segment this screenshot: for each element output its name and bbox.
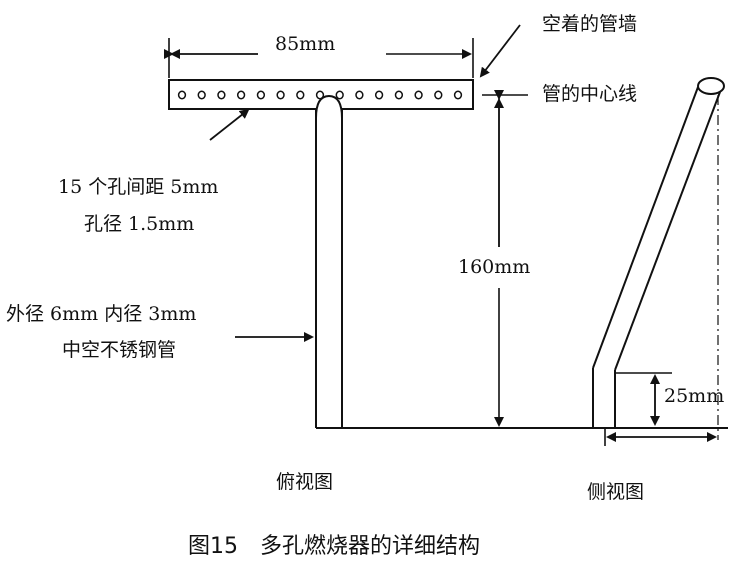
hole xyxy=(276,90,285,100)
hole xyxy=(217,90,226,100)
side-view-label: 侧视图 xyxy=(587,481,644,503)
hole xyxy=(374,90,384,100)
width-dim-label: 85mm xyxy=(275,33,335,55)
width-dimension xyxy=(164,38,474,78)
center-line-label: 管的中心线 xyxy=(542,83,637,105)
side-width-dimension xyxy=(604,428,717,446)
hole xyxy=(335,90,344,100)
hole xyxy=(414,90,423,100)
top-view-label: 俯视图 xyxy=(276,471,333,493)
pipe-junction xyxy=(315,94,343,119)
side-height-label: 25mm xyxy=(664,385,724,407)
height-dim-label: 160mm xyxy=(458,256,530,278)
hole xyxy=(394,90,404,100)
side-view xyxy=(592,77,725,440)
tube-wall-label: 空着的管墙 xyxy=(542,13,637,35)
hole xyxy=(236,90,246,100)
hole xyxy=(355,90,364,100)
pipe-opening xyxy=(697,77,725,95)
hole xyxy=(197,90,206,100)
pipe-label-line1: 外径 6mm 内径 3mm xyxy=(6,303,196,325)
hole-row xyxy=(177,90,463,100)
hole xyxy=(296,90,305,100)
holes-leader xyxy=(209,108,250,141)
holes-label-line2: 孔径 1.5mm xyxy=(84,213,194,235)
hole xyxy=(453,90,463,100)
figure-caption: 图15 多孔燃烧器的详细结构 xyxy=(188,534,480,559)
hole xyxy=(177,90,187,100)
hole xyxy=(256,90,266,100)
top-view xyxy=(168,79,728,429)
pipe-label-line2: 中空不锈钢管 xyxy=(62,339,176,361)
hole xyxy=(434,90,443,100)
holes-label-line1: 15 个孔间距 5mm xyxy=(58,176,218,198)
tube-wall-leader xyxy=(479,24,521,78)
